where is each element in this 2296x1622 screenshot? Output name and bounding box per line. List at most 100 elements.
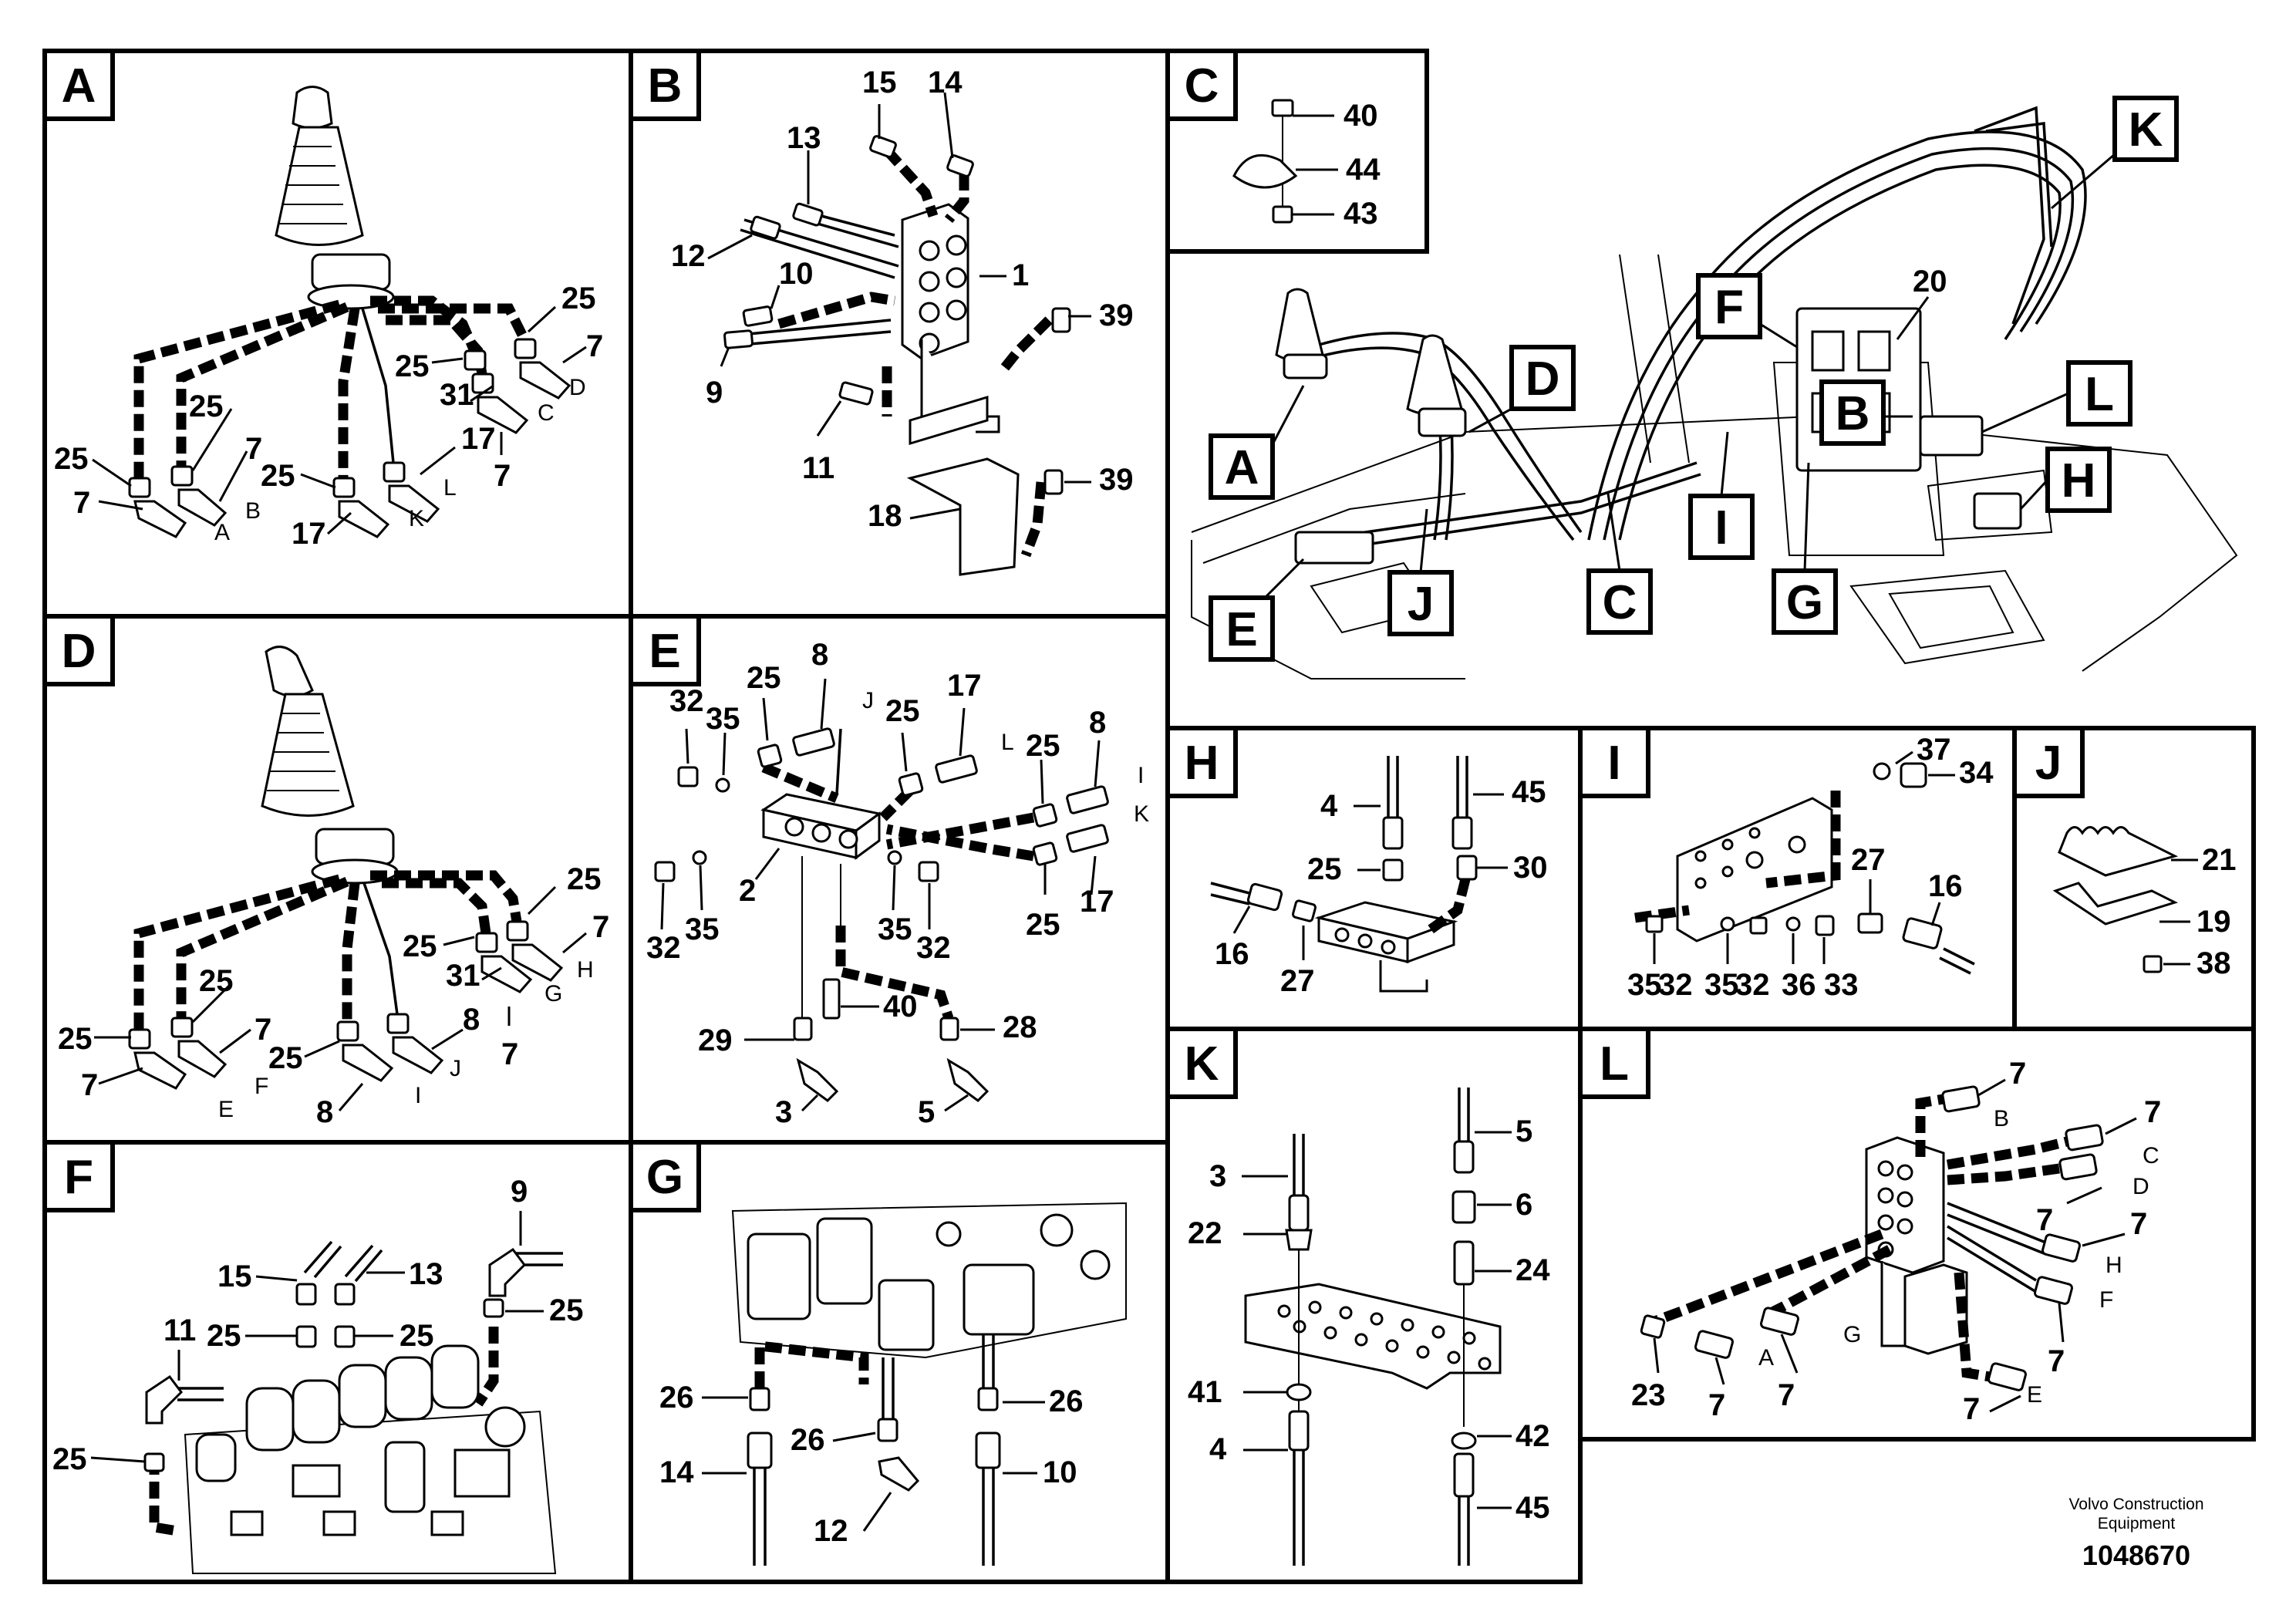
clamp-pad (2052, 826, 2179, 973)
panel-b-callout-number-n39b: 39 (1099, 463, 1134, 497)
panel-g-fittings (747, 1387, 1001, 1492)
panel-i-callout-number-n36: 36 (1782, 968, 1816, 1002)
panel-g-badge: G (629, 1140, 701, 1212)
panel-g-callouts: 26 26 26 14 10 12 (659, 1381, 1084, 1548)
panel-b-callout-number-n1: 1 (1012, 258, 1029, 292)
panel-b-badge: B (629, 49, 701, 121)
panel-e-fittings (654, 727, 1109, 1102)
panel-i-callouts: 37 34 27 16 35 32 35 32 36 33 (1627, 733, 1994, 1002)
panel-l-callout-number-n23: 23 (1631, 1378, 1666, 1412)
panel-e-callout-number-n25d: 25 (1026, 908, 1060, 942)
panel-i-hose-37 (1765, 791, 1841, 889)
panel-i-fittings (1645, 762, 1943, 949)
mounting-plate (1676, 797, 1833, 943)
panel-a-hose-end-label-lc: C (538, 400, 555, 426)
panel-b-callout-number-n39a: 39 (1099, 298, 1134, 332)
panel-g: G 26 26 26 (629, 1140, 1127, 1566)
panel-a: A (42, 49, 603, 551)
panel-b-callout-number-n11: 11 (802, 451, 834, 485)
panel-e-callout-number-n28: 28 (1003, 1010, 1037, 1044)
panel-a-callout-number-n25e: 25 (54, 442, 89, 476)
panel-d-hose-e (133, 874, 341, 1030)
panel-h-block (1314, 901, 1458, 993)
overview-joystick-right (1406, 334, 1467, 437)
panel-i-callout-number-n35a: 35 (1627, 968, 1662, 1002)
panel-i-hose-16 (1939, 947, 1975, 975)
panel-g-callout-number-n14: 14 (659, 1455, 694, 1489)
panel-k-badge-letter-letter: K (1185, 1037, 1219, 1091)
panel-a-hose-l (361, 308, 395, 464)
panel-d-badge-letter-letter: D (62, 625, 96, 678)
distribution-block (760, 793, 882, 1018)
panel-d-callout-number-n25c: 25 (199, 964, 234, 998)
panel-d-badge: D (42, 614, 115, 686)
panel-e-callout-number-n8a: 8 (811, 638, 828, 672)
panel-d-callout-number-n25d: 25 (268, 1041, 303, 1075)
panel-k-callout-number-n45: 45 (1515, 1491, 1550, 1525)
panel-k-badge: K (1165, 1027, 1238, 1099)
panel-a-callout-number-n17b: 17 (292, 517, 326, 551)
panel-h-hose-45 (1456, 756, 1468, 818)
panel-l-manifold (1865, 1136, 1968, 1355)
panel-e-callouts: 32 35 25 8 J 25 17 L 25 8 I K 2 32 35 35 (646, 638, 1149, 1129)
panel-a-badge-letter-letter: A (62, 59, 96, 113)
panel-g-callout-number-n12: 12 (814, 1514, 848, 1548)
panel-a-hose-end-label-la: A (214, 520, 230, 545)
panel-i-badge-letter-letter: I (1607, 737, 1620, 790)
panel-l-hose-d (1947, 1163, 2060, 1185)
panel-a-hose-end-label-ll: L (443, 475, 457, 501)
manifold-block (901, 203, 1020, 576)
panel-k-hose-4 (1293, 1450, 1305, 1566)
panel-l-fittings (1640, 1085, 2104, 1391)
panel-d-callout-number-n7c: 7 (255, 1013, 271, 1047)
panel-j-badge-letter-letter: J (2035, 737, 2062, 790)
panel-l-frame (1578, 1027, 2256, 1442)
panel-k-callout-number-n22: 22 (1188, 1216, 1222, 1250)
panel-f-callouts: 9 15 13 11 25 25 25 25 (52, 1175, 584, 1476)
panel-e-hose-end-label-li: I (1138, 763, 1144, 788)
panel-l-hose-c (1946, 1136, 2068, 1170)
panel-b: B (629, 49, 1134, 576)
panel-e-callout-number-n25c: 25 (1026, 729, 1060, 763)
panel-l-hose-end-label-lc: C (2143, 1143, 2159, 1168)
panel-l-callouts: 7 B 7 C D 7 7 H F 7 A G 23 7 7 7 E (1631, 1057, 2161, 1426)
panel-overview-badge-letter-e: E (1226, 603, 1257, 656)
panel-f-callout-number-n15: 15 (217, 1259, 252, 1293)
panel-d-fittings (128, 920, 564, 1090)
panel-j-callout-number-n38: 38 (2197, 946, 2231, 980)
panel-i-hose-35 (1634, 905, 1690, 923)
panel-h-callouts: 4 45 25 30 16 27 (1215, 775, 1548, 998)
panel-k: K 3 (1165, 1027, 1550, 1566)
panel-j: J 21 19 38 (2012, 726, 2237, 980)
panel-i-callout-number-n16: 16 (1928, 869, 1963, 903)
panel-g-badge-letter-letter: G (646, 1151, 683, 1204)
panel-k-callout-number-n4: 4 (1209, 1432, 1227, 1466)
panel-f-badge-letter-letter: F (64, 1151, 93, 1204)
panel-d-hose-end-label-lj: J (450, 1056, 461, 1081)
panel-k-callouts: 3 5 6 22 24 41 42 4 45 (1188, 1114, 1550, 1525)
panel-i-callout-number-n27: 27 (1851, 843, 1886, 877)
panel-l-hose-f (1947, 1225, 2037, 1293)
panel-f-fittings (143, 1247, 526, 1472)
panel-d-hose-end-label-li: I (415, 1083, 421, 1108)
panel-b-hose-10 (777, 292, 896, 329)
panel-k-callout-number-n3: 3 (1209, 1159, 1226, 1193)
panel-l-hose-end-label-lb: B (1994, 1106, 2009, 1131)
panel-l-hose-b (1915, 1094, 1945, 1157)
panel-d-hose-i (342, 882, 360, 1022)
panel-d-hose-f (176, 877, 349, 1018)
panel-a-hose-k (338, 307, 360, 478)
panel-l-callout-number-n7h: 7 (1963, 1392, 1980, 1426)
panel-l-callout-number-n7b: 7 (2144, 1095, 2161, 1129)
panel-l-callout-number-n7f: 7 (1708, 1388, 1725, 1422)
panel-a-fittings (128, 338, 571, 538)
panel-c-callout-number-n40: 40 (1344, 99, 1378, 133)
panel-a-hose-b (176, 302, 349, 467)
panel-l-hose-end-label-lh: H (2106, 1253, 2122, 1278)
panel-b-callout-number-n12: 12 (671, 239, 706, 273)
panel-e-badge-letter-letter: E (649, 625, 680, 678)
panel-i-callout-number-n34: 34 (1959, 756, 1994, 790)
panel-j-callout-number-n19: 19 (2197, 905, 2231, 939)
panel-e-hose-end-label-lk: K (1134, 801, 1149, 827)
